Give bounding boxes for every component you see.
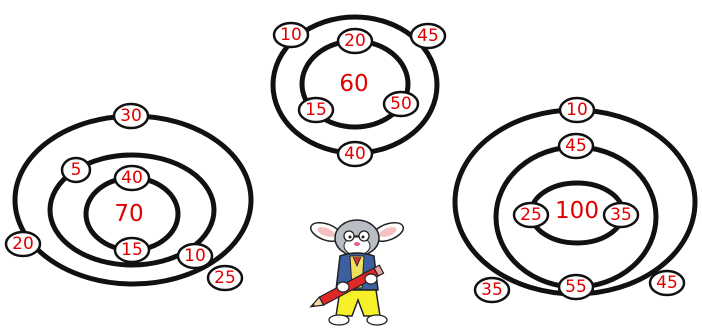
svg-text:45: 45 (656, 273, 678, 293)
target-left-center-number: 70 (114, 201, 143, 227)
target-right-outer-node-2: 35 (473, 276, 511, 304)
target-left-middle-ring (47, 152, 217, 268)
svg-text:50: 50 (390, 94, 412, 114)
svg-text:10: 10 (280, 25, 302, 45)
target-left: 70 40 15 5 10 30 20 25 (4, 102, 254, 292)
svg-text:40: 40 (121, 168, 143, 188)
svg-text:20: 20 (12, 234, 34, 254)
target-left-middle-node-1: 5 (60, 156, 92, 184)
target-top-inner-node-3: 50 (382, 90, 420, 118)
rabbit-with-pencil-icon (309, 219, 405, 326)
svg-text:25: 25 (520, 205, 542, 225)
svg-text:20: 20 (344, 31, 366, 51)
target-top-inner-node-1: 20 (336, 27, 374, 55)
svg-text:35: 35 (481, 280, 503, 300)
target-top: 60 20 15 50 10 45 40 (270, 14, 447, 168)
target-left-inner-node-2: 15 (113, 236, 151, 264)
target-right: 100 25 35 45 55 10 35 45 (452, 96, 698, 304)
svg-text:45: 45 (417, 26, 439, 46)
target-left-inner-node-1: 40 (113, 164, 151, 192)
target-right-center-number: 100 (555, 198, 599, 224)
svg-text:25: 25 (214, 268, 236, 288)
svg-text:45: 45 (565, 136, 587, 156)
target-right-outer-node-3: 45 (648, 269, 686, 297)
target-left-middle-node-2: 10 (176, 242, 214, 270)
target-right-middle-node-2: 55 (557, 273, 595, 301)
target-top-inner-node-2: 15 (297, 96, 335, 124)
target-top-outer-node-3: 40 (336, 140, 374, 168)
svg-text:55: 55 (565, 277, 587, 297)
target-top-outer-node-2: 45 (409, 22, 447, 50)
svg-text:5: 5 (71, 160, 82, 180)
target-right-inner-node-1: 25 (512, 201, 550, 229)
target-left-outer-node-3: 25 (206, 264, 244, 292)
target-right-outer-node-1: 10 (558, 96, 596, 124)
svg-text:30: 30 (120, 106, 142, 126)
svg-text:10: 10 (566, 100, 588, 120)
svg-text:35: 35 (610, 205, 632, 225)
target-top-center-number: 60 (339, 71, 368, 97)
target-top-outer-node-1: 10 (272, 21, 310, 49)
svg-text:15: 15 (305, 100, 327, 120)
target-left-outer-node-2: 20 (4, 230, 42, 258)
target-left-outer-node-1: 30 (112, 102, 150, 130)
target-right-inner-node-2: 35 (602, 201, 640, 229)
svg-text:10: 10 (184, 246, 206, 266)
target-right-middle-node-1: 45 (557, 132, 595, 160)
svg-text:40: 40 (344, 144, 366, 164)
svg-text:15: 15 (121, 240, 143, 260)
